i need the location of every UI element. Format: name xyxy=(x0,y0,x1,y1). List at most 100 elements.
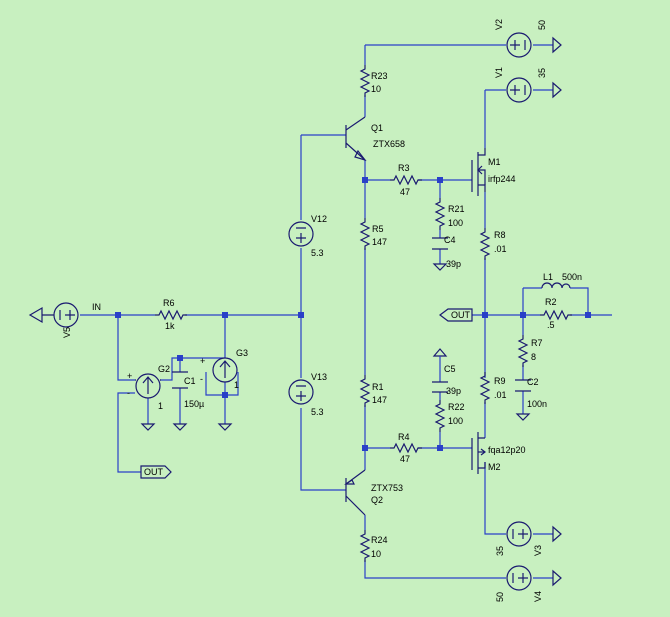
svg-text:G2: G2 xyxy=(158,364,170,374)
svg-text:R2: R2 xyxy=(545,297,557,307)
resistor-r22: R22 100 xyxy=(435,399,465,433)
transistor-q2: ZTX753 Q2 xyxy=(344,469,403,516)
svg-text:+: + xyxy=(127,371,132,381)
svg-text:L1: L1 xyxy=(543,272,553,282)
resistor-r5: R5 147 xyxy=(360,217,387,251)
svg-text:10: 10 xyxy=(371,549,381,559)
junctions xyxy=(115,177,591,451)
svg-text:V4: V4 xyxy=(533,591,543,602)
svg-text:R1: R1 xyxy=(372,382,384,392)
net-label-in: IN xyxy=(92,302,101,312)
svg-text:.01: .01 xyxy=(494,390,507,400)
transistor-q1: Q1 ZTX658 xyxy=(345,116,405,162)
svg-text:R7: R7 xyxy=(531,338,543,348)
svg-text:R24: R24 xyxy=(371,535,388,545)
svg-text:47: 47 xyxy=(400,187,410,197)
svg-text:47: 47 xyxy=(400,454,410,464)
source-v1: V1 35 xyxy=(494,67,562,103)
svg-text:100: 100 xyxy=(448,416,463,426)
svg-text:V1: V1 xyxy=(494,67,504,78)
resistor-r9: R9 .01 xyxy=(480,371,507,405)
source-v12: V12 5.3 xyxy=(288,214,327,258)
svg-text:-: - xyxy=(200,374,203,384)
source-v13: V13 5.3 xyxy=(288,372,327,417)
svg-text:1: 1 xyxy=(234,380,239,390)
resistor-r8: R8 .01 xyxy=(480,227,507,261)
ground-g3 xyxy=(218,417,232,431)
mosfet-m2: fqa12p20 M2 xyxy=(471,432,526,474)
svg-text:8: 8 xyxy=(531,352,536,362)
svg-text:39p: 39p xyxy=(446,259,461,269)
svg-text:fqa12p20: fqa12p20 xyxy=(488,445,526,455)
svg-text:R6: R6 xyxy=(163,298,175,308)
svg-text:V2: V2 xyxy=(494,19,504,30)
svg-text:Q1: Q1 xyxy=(371,123,383,133)
source-v3: 35 V3 xyxy=(495,521,562,556)
capacitor-c1: C1 150µ xyxy=(172,371,204,431)
svg-text:M1: M1 xyxy=(488,157,501,167)
svg-text:V13: V13 xyxy=(311,372,327,382)
capacitor-c5: C5 39p xyxy=(432,348,461,396)
svg-text:ZTX658: ZTX658 xyxy=(373,139,405,149)
mosfet-m1: M1 irfp244 xyxy=(471,148,516,196)
net-flag-out-main: OUT xyxy=(439,308,473,322)
dependent-source-g2: + - G2 1 xyxy=(127,364,170,411)
svg-text:R21: R21 xyxy=(448,204,465,214)
svg-text:R4: R4 xyxy=(398,432,410,442)
svg-text:C5: C5 xyxy=(444,364,456,374)
resistor-r3: R3 47 xyxy=(389,163,423,197)
svg-text:V5: V5 xyxy=(62,327,72,338)
svg-text:500n: 500n xyxy=(562,272,582,282)
svg-text:R23: R23 xyxy=(371,71,388,81)
svg-text:V12: V12 xyxy=(311,214,327,224)
svg-text:C4: C4 xyxy=(444,235,456,245)
resistor-r24: R24 10 xyxy=(360,529,388,563)
svg-text:147: 147 xyxy=(372,395,387,405)
resistor-r4: R4 47 xyxy=(389,432,423,464)
svg-text:OUT: OUT xyxy=(144,467,164,477)
svg-text:irfp244: irfp244 xyxy=(488,174,516,184)
ground-g2 xyxy=(141,417,155,431)
source-v2: V2 50 xyxy=(494,19,562,58)
svg-text:-: - xyxy=(127,388,130,398)
inductor-l1: L1 500n xyxy=(541,272,582,289)
svg-text:C2: C2 xyxy=(527,377,539,387)
svg-text:5.3: 5.3 xyxy=(311,248,324,258)
resistor-r1: R1 147 xyxy=(360,374,387,408)
resistor-r21: R21 100 xyxy=(435,197,465,231)
source-v4: 50 V4 xyxy=(495,565,562,602)
svg-text:50: 50 xyxy=(495,592,505,602)
svg-text:10: 10 xyxy=(371,84,381,94)
svg-text:C1: C1 xyxy=(184,376,196,386)
resistor-r7: R7 8 xyxy=(518,334,543,368)
svg-text:150µ: 150µ xyxy=(184,399,204,409)
svg-text:5.3: 5.3 xyxy=(311,407,324,417)
svg-text:R3: R3 xyxy=(398,163,410,173)
svg-text:R5: R5 xyxy=(372,224,384,234)
svg-text:OUT: OUT xyxy=(451,310,471,320)
svg-text:100: 100 xyxy=(448,218,463,228)
svg-text:35: 35 xyxy=(495,546,505,556)
svg-text:147: 147 xyxy=(372,237,387,247)
svg-text:ZTX753: ZTX753 xyxy=(371,483,403,493)
svg-text:1k: 1k xyxy=(165,321,175,331)
svg-text:G3: G3 xyxy=(236,348,248,358)
svg-text:+: + xyxy=(200,356,205,366)
dependent-source-g3: + - G3 1 xyxy=(200,348,248,390)
svg-text:R22: R22 xyxy=(448,402,465,412)
resistor-r6: R6 1k xyxy=(154,298,188,331)
svg-text:35: 35 xyxy=(537,68,547,78)
svg-text:Q2: Q2 xyxy=(371,495,383,505)
svg-text:39p: 39p xyxy=(446,386,461,396)
svg-text:R9: R9 xyxy=(494,376,506,386)
svg-text:V3: V3 xyxy=(533,545,543,556)
svg-text:.01: .01 xyxy=(494,244,507,254)
svg-text:50: 50 xyxy=(537,20,547,30)
resistor-r2: R2 .5 xyxy=(539,297,573,330)
capacitor-c4: C4 39p xyxy=(432,235,461,271)
svg-text:M2: M2 xyxy=(488,462,501,472)
capacitor-c2: C2 100n xyxy=(515,377,547,421)
wires xyxy=(80,44,612,579)
svg-text:1: 1 xyxy=(158,401,163,411)
